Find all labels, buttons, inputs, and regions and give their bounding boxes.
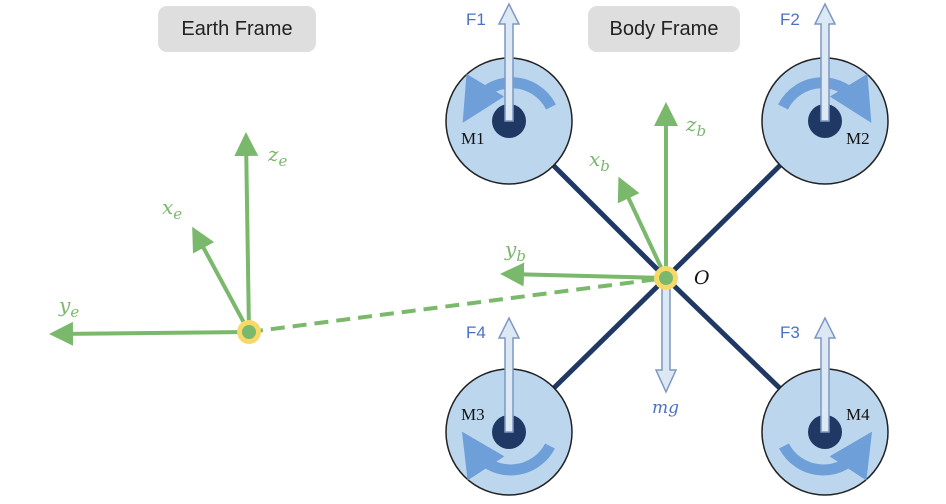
force-arrow-f4: F4 bbox=[466, 316, 521, 433]
motor-label-m1: M1 bbox=[461, 129, 485, 148]
earth-axis-z bbox=[234, 132, 259, 333]
body-axis-x bbox=[617, 176, 668, 279]
origin-connector-dashed-line bbox=[248, 276, 667, 334]
rotation-arrow-m3-icon bbox=[461, 431, 555, 481]
earth-axis-y bbox=[49, 321, 250, 346]
body-axis-z-label: zb bbox=[685, 112, 706, 140]
force-label-f1: F1 bbox=[466, 10, 486, 29]
body-axis-y bbox=[500, 262, 667, 287]
earth-axis-y-label: ye bbox=[58, 293, 79, 321]
body-frame-axes: zb xb yb bbox=[500, 102, 706, 287]
gravity-arrow: mg bbox=[652, 277, 679, 418]
force-arrow-f2: F2 bbox=[780, 2, 837, 122]
motor-label-m2: M2 bbox=[846, 129, 870, 148]
earth-axis-x bbox=[192, 226, 251, 333]
force-arrow-f3: F3 bbox=[780, 316, 837, 433]
force-arrow-f1: F1 bbox=[466, 2, 521, 122]
force-label-f3: F3 bbox=[780, 323, 800, 342]
earth-axis-z-label: ze bbox=[267, 142, 288, 170]
origin-label: O bbox=[694, 267, 710, 289]
earth-frame-axes: ze xe ye bbox=[49, 132, 288, 346]
body-axis-y-label: yb bbox=[504, 237, 526, 265]
force-label-f4: F4 bbox=[466, 323, 486, 342]
earth-frame-label: Earth Frame bbox=[158, 6, 316, 52]
force-label-f2: F2 bbox=[780, 10, 800, 29]
rotation-arrow-m4-icon bbox=[779, 431, 873, 481]
earth-axis-x-label: xe bbox=[162, 195, 182, 223]
body-frame-label: Body Frame bbox=[588, 6, 740, 52]
body-origin: O bbox=[654, 266, 710, 290]
motor-label-m3: M3 bbox=[461, 405, 485, 424]
body-axis-x-label: xb bbox=[589, 147, 610, 175]
earth-origin bbox=[237, 320, 261, 344]
gravity-label: mg bbox=[652, 398, 679, 418]
motor-label-m4: M4 bbox=[846, 405, 870, 424]
